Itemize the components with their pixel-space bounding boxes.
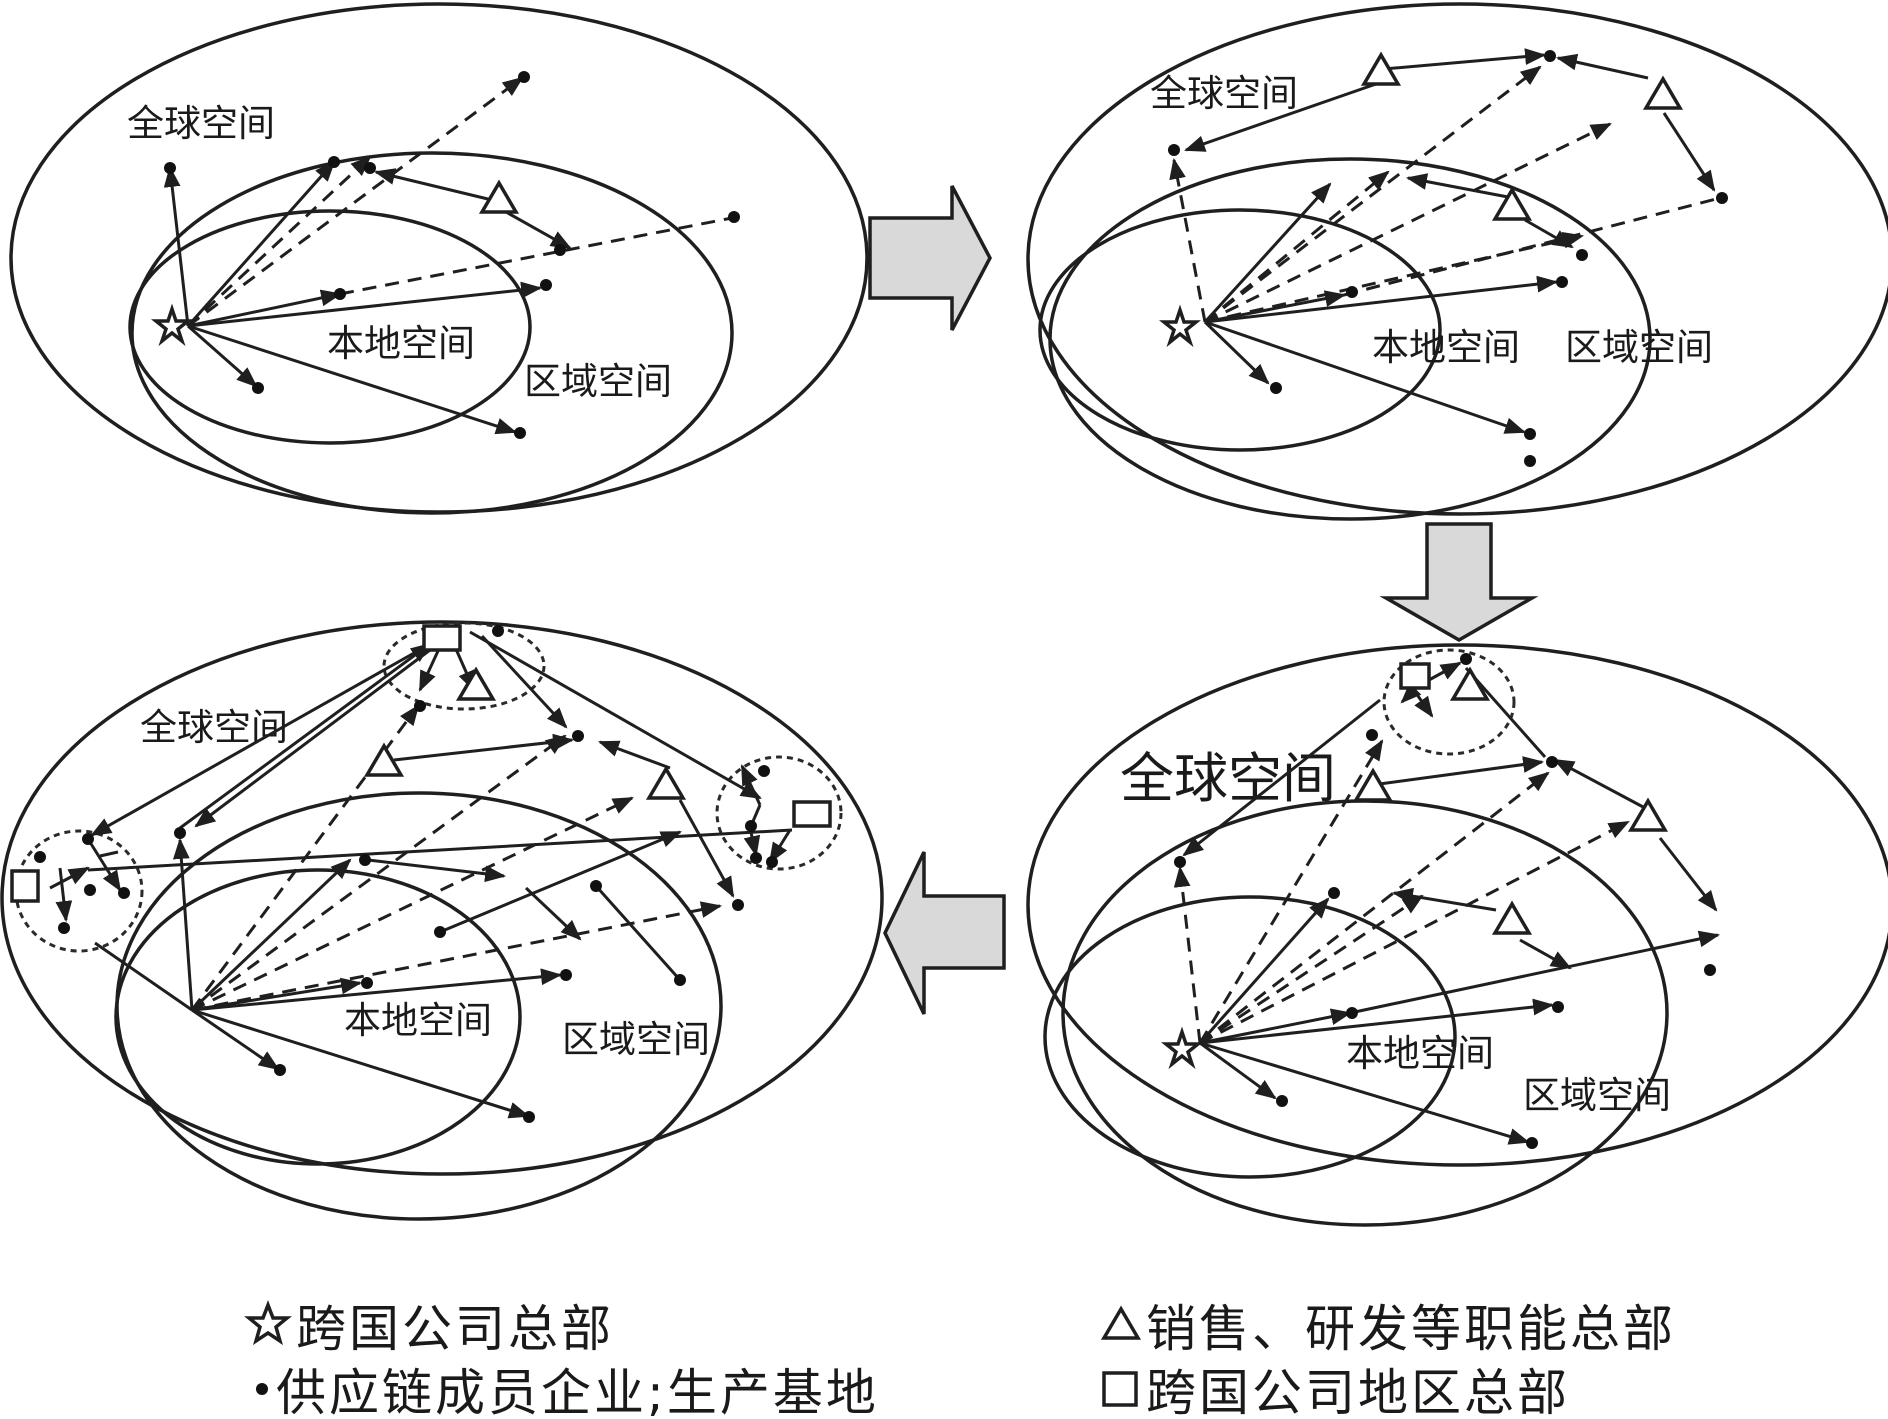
legend-star-icon xyxy=(244,1300,292,1346)
functional-hq-triangle-icon xyxy=(478,179,520,214)
functional-hq-triangle-icon xyxy=(1352,767,1394,802)
transition-arrow-down-icon xyxy=(1379,522,1539,643)
regional-hq-cluster-right xyxy=(715,755,843,871)
local-space-ellipse xyxy=(114,868,522,1166)
transition-arrow-right-icon xyxy=(868,185,992,331)
functional-hq-triangle-icon xyxy=(1360,51,1402,86)
regional-space-ellipse xyxy=(1048,157,1652,521)
label-global-space: 全球空间 xyxy=(140,706,288,749)
flow-arrows xyxy=(49,630,793,1119)
functional-hq-triangle-icon xyxy=(1642,75,1684,110)
panel-1: 全球空间 本地空间 区域空间 xyxy=(9,2,869,515)
functional-hq-triangle-icon xyxy=(1491,900,1533,935)
global-space-ellipse xyxy=(0,620,884,1176)
label-regional-space: 区域空间 xyxy=(524,360,672,403)
regional-hq-cluster-top xyxy=(382,621,546,711)
label-global-space: 全球空间 xyxy=(1120,747,1336,810)
legend-hq-label: 跨国公司总部 xyxy=(296,1300,614,1358)
hq-star-icon xyxy=(1161,1026,1203,1070)
functional-hq-triangle-icon xyxy=(1449,666,1491,701)
functional-hq-triangle-icon xyxy=(645,765,687,800)
local-space-ellipse xyxy=(1043,895,1457,1179)
legend-triangle-icon xyxy=(1100,1305,1142,1340)
label-local-space: 本地空间 xyxy=(327,322,475,365)
panel-4: 全球空间 本地空间 区域空间 xyxy=(0,620,884,1221)
transition-arrow-left-icon xyxy=(883,851,1006,1015)
functional-hq-triangle-icon xyxy=(1491,186,1533,221)
global-space-ellipse xyxy=(9,2,869,514)
label-local-space: 本地空间 xyxy=(344,999,492,1042)
regional-hq-square-icon xyxy=(1399,662,1431,690)
legend-supply-label: 供应链成员企业;生产基地 xyxy=(276,1364,879,1419)
panel-3: 全球空间 本地空间 区域空间 xyxy=(1026,643,1888,1227)
label-global-space: 全球空间 xyxy=(1150,72,1298,115)
hq-star-icon xyxy=(1159,304,1201,348)
supply-chain-dots xyxy=(164,71,740,439)
local-space-ellipse xyxy=(1038,208,1442,452)
functional-hq-triangle-icon xyxy=(363,742,405,777)
supply-chain-dots xyxy=(34,625,778,1123)
label-local-space: 本地空间 xyxy=(1346,1032,1494,1075)
label-regional-space: 区域空间 xyxy=(1565,326,1713,369)
legend-square-icon xyxy=(1102,1371,1138,1407)
legend: 跨国公司总部 供应链成员企业;生产基地 销售、研发等职能总部 跨国公司地区总部 xyxy=(244,1300,1676,1419)
label-local-space: 本地空间 xyxy=(1372,326,1520,369)
flow-arrows xyxy=(1173,661,1721,1145)
legend-dot-icon xyxy=(256,1383,268,1395)
global-space-ellipse xyxy=(1026,643,1888,1167)
label-regional-space: 区域空间 xyxy=(562,1018,710,1061)
legend-functional-label: 销售、研发等职能总部 xyxy=(1146,1300,1676,1358)
panel-2: 全球空间 本地空间 区域空间 xyxy=(1026,2,1888,521)
regional-hq-cluster xyxy=(1382,648,1516,756)
local-space-ellipse xyxy=(128,209,532,445)
flow-arrows xyxy=(163,76,733,435)
supply-chain-dots xyxy=(1168,50,1728,467)
regional-hq-square-icon xyxy=(422,624,462,652)
global-space-ellipse xyxy=(1026,2,1888,516)
label-global-space: 全球空间 xyxy=(127,102,275,145)
functional-hq-triangle-icon xyxy=(455,666,497,701)
legend-regional-hq-label: 跨国公司地区总部 xyxy=(1146,1364,1570,1419)
supply-chain-dots xyxy=(1174,653,1716,1149)
regional-hq-square-icon xyxy=(10,869,40,903)
flow-arrows xyxy=(1169,48,1721,434)
hq-star-icon xyxy=(151,303,193,347)
regional-hq-square-icon xyxy=(792,800,832,828)
label-regional-space: 区域空间 xyxy=(1523,1074,1671,1117)
functional-hq-triangle-icon xyxy=(1627,797,1669,832)
